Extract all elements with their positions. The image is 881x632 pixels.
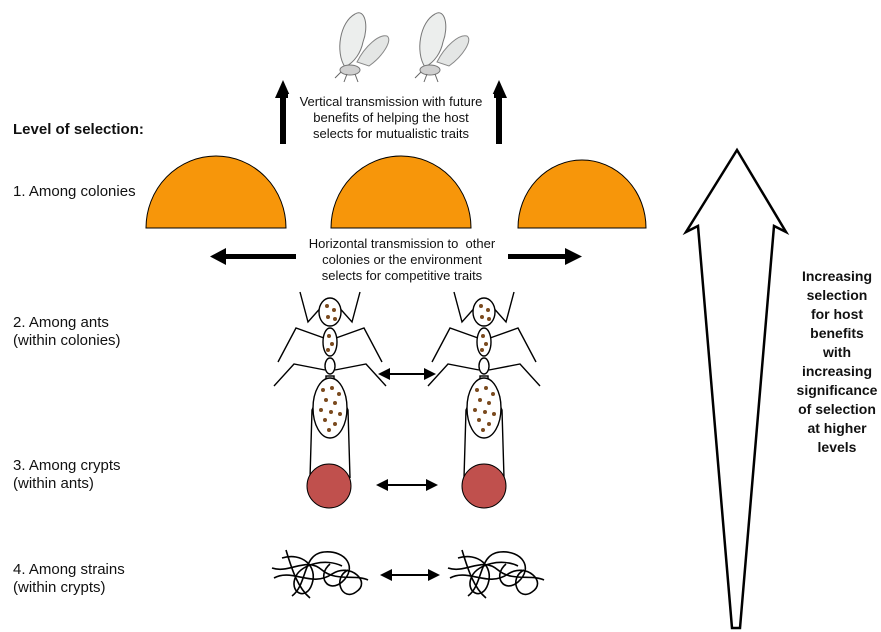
level-heading: Level of selection: [13,121,144,139]
horizontal-arrow-left [210,248,296,265]
colony-shape [518,160,646,228]
fly-icon [415,13,469,82]
vertical-transmission-text: Vertical transmission with future benefi… [288,94,494,142]
colony-shape [331,156,471,228]
horizontal-arrow-right [505,248,582,265]
level-label-colonies: 1. Among colonies [13,183,136,201]
ant-icon [274,292,386,478]
level-label-strains: 4. Among strains (within crypts) [13,561,125,597]
increasing-selection-text: Increasing selection for host benefits w… [793,267,881,457]
strain-tangle [272,550,368,598]
colony-shape [146,156,286,228]
level-label-ants: 2. Among ants (within colonies) [13,314,121,350]
strain-tangle [448,550,544,598]
crypt-shape [307,464,351,508]
increasing-selection-arrow [686,150,786,628]
horizontal-transmission-text: Horizontal transmission to other colonie… [296,236,508,284]
crypt-shape [462,464,506,508]
fly-icon [335,13,389,82]
level-label-crypts: 3. Among crypts (within ants) [13,457,121,493]
ant-icon [428,292,540,478]
